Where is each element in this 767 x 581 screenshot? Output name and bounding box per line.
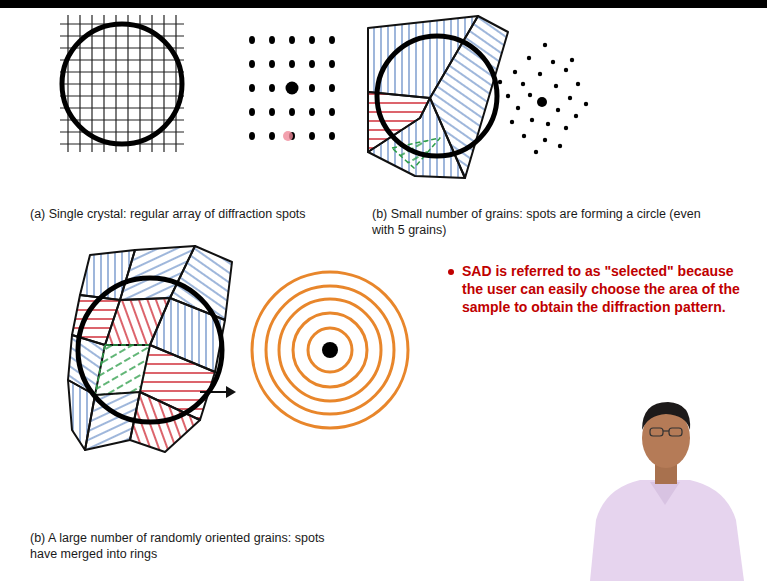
- few-grains: [368, 16, 508, 178]
- spot-array: [249, 36, 335, 140]
- diffraction-rings: [252, 272, 408, 428]
- many-grains: [68, 246, 232, 452]
- pointer-dot: [283, 131, 293, 141]
- figure-caption: (a) Single crystal: regular array of dif…: [30, 206, 375, 222]
- figure-caption: (b) Small number of grains: spots are fo…: [372, 206, 702, 239]
- aperture-circle: [62, 24, 182, 144]
- grain-arrow-head: [226, 386, 236, 398]
- grain-arrow: [200, 391, 228, 393]
- bullet-dot: [448, 269, 454, 275]
- scattered-spots: [498, 43, 588, 154]
- aperture-circle: [377, 36, 497, 156]
- bullet-note: SAD is referred to as "selected" because…: [462, 262, 752, 317]
- top-bar: [0, 0, 767, 8]
- crystal-grid: [60, 15, 184, 152]
- aperture-circle: [78, 278, 222, 422]
- lecturer-figure: [590, 402, 744, 581]
- figure-caption: (b) A large number of randomly oriented …: [30, 530, 330, 563]
- central-spot: [322, 342, 338, 358]
